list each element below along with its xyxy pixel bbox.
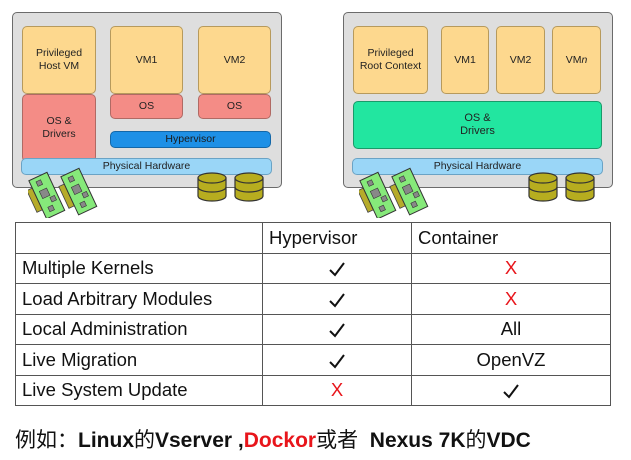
vmn-label: VMn xyxy=(565,53,588,66)
check-icon xyxy=(329,323,345,338)
table-row: Local Administration All xyxy=(15,313,611,345)
vm2-os-block: OS xyxy=(198,94,271,119)
disk-icon xyxy=(528,172,558,202)
vm1-block: VM1 xyxy=(441,26,489,94)
feature-cell: Multiple Kernels xyxy=(15,252,263,284)
privileged-root-context-block: Privileged Root Context xyxy=(353,26,428,94)
table-row: Live System Update X xyxy=(15,374,611,406)
check-icon xyxy=(503,384,519,399)
cross-icon: X xyxy=(504,287,518,309)
check-icon xyxy=(329,262,345,277)
caption-linux: Linux xyxy=(78,429,134,452)
physical-hardware-layer: Physical Hardware xyxy=(352,158,603,175)
check-cell xyxy=(262,252,412,284)
vm1-os-block: OS xyxy=(110,94,183,119)
disk-icons xyxy=(528,172,595,202)
cross-icon: X xyxy=(330,379,344,401)
disk-icon xyxy=(565,172,595,202)
vm1-block: VM1 xyxy=(110,26,183,94)
network-card-icons xyxy=(28,167,98,218)
vmn-block: VMn xyxy=(552,26,601,94)
shared-os-drivers-layer: OS & Drivers xyxy=(353,101,602,149)
examples-caption: 例如：Linux的Vserver ,Dockor或者 Nexus 7K的VDC xyxy=(15,424,531,454)
check-cell xyxy=(411,374,611,406)
table-row: Multiple Kernels X xyxy=(15,252,611,284)
check-icon xyxy=(329,354,345,369)
network-card-icon xyxy=(359,171,397,218)
header-cell-hypervisor: Hypervisor xyxy=(262,222,412,254)
caption-vserver: Vserver , xyxy=(155,429,244,452)
caption-de-1: 的 xyxy=(134,429,155,452)
hypervisor-layer: Hypervisor xyxy=(110,131,271,148)
feature-cell: Live Migration xyxy=(15,344,263,376)
feature-cell: Load Arbitrary Modules xyxy=(15,283,263,315)
vm2-block: VM2 xyxy=(198,26,271,94)
text-cell: OpenVZ xyxy=(411,344,611,376)
container-stack-diagram: Privileged Root Context VM1 VM2 VMn OS &… xyxy=(343,12,613,188)
caption-vdc: VDC xyxy=(486,429,531,452)
check-cell xyxy=(262,283,412,315)
disk-icons xyxy=(197,172,264,202)
caption-de-2: 的 xyxy=(465,429,487,452)
text-cell: All xyxy=(411,313,611,345)
cross-icon: X xyxy=(504,257,518,279)
table-header-row: Hypervisor Container xyxy=(15,222,611,254)
disk-icon xyxy=(234,172,264,202)
caption-or: 或者 xyxy=(316,429,370,452)
caption-dockor: Dockor xyxy=(243,429,317,452)
privileged-host-vm-block: Privileged Host VM xyxy=(22,26,96,94)
feature-cell: Local Administration xyxy=(15,313,263,345)
network-card-icon xyxy=(389,167,429,216)
caption-prefix: 例如： xyxy=(15,429,78,452)
network-card-icon xyxy=(58,167,98,216)
disk-icon xyxy=(197,172,227,202)
check-icon xyxy=(329,293,345,308)
header-cell-container: Container xyxy=(411,222,611,254)
physical-hardware-layer: Physical Hardware xyxy=(21,158,272,175)
cross-cell: X xyxy=(411,283,611,315)
header-cell-empty xyxy=(15,222,263,254)
table-row: Live Migration OpenVZ xyxy=(15,344,611,376)
caption-nexus: Nexus 7K xyxy=(369,429,466,452)
table-row: Load Arbitrary Modules X xyxy=(15,283,611,315)
check-cell xyxy=(262,313,412,345)
network-card-icon xyxy=(28,171,66,218)
cross-cell: X xyxy=(262,374,412,406)
cross-cell: X xyxy=(411,252,611,284)
host-os-drivers-block: OS & Drivers xyxy=(22,94,96,162)
network-card-icons xyxy=(359,167,429,218)
hypervisor-stack-diagram: Privileged Host VM OS & Drivers VM1 OS V… xyxy=(12,12,282,188)
check-cell xyxy=(262,344,412,376)
feature-cell: Live System Update xyxy=(15,374,263,406)
vm2-block: VM2 xyxy=(496,26,545,94)
